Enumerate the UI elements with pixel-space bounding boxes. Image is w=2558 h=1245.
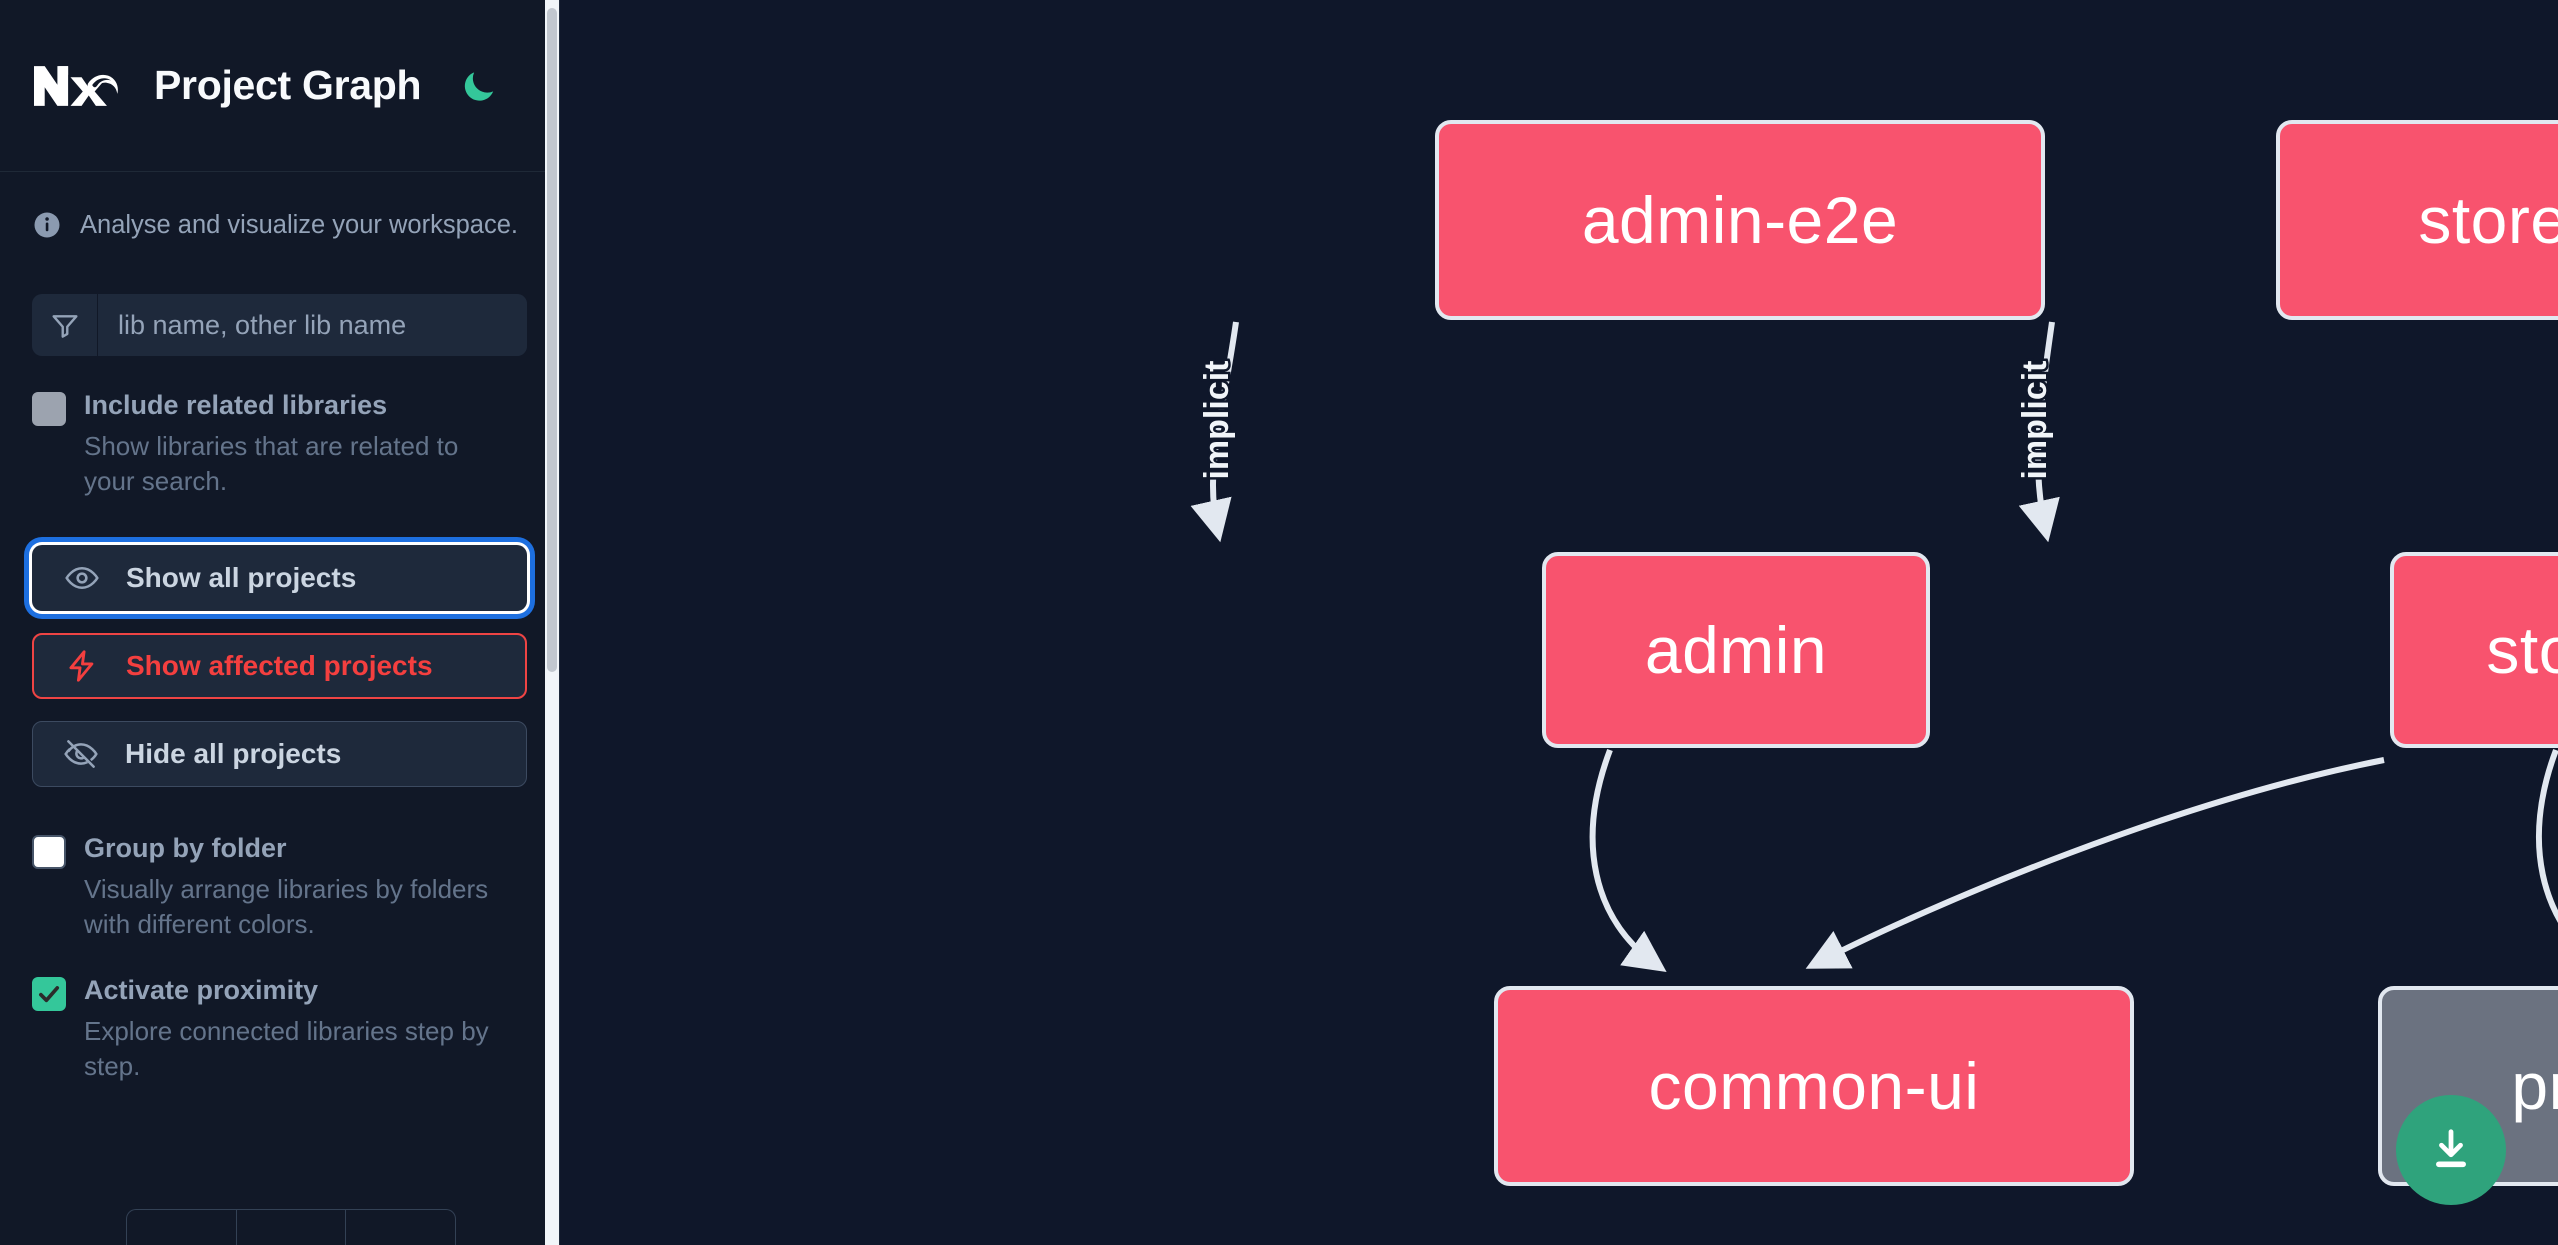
graph-edges: implicit implicit [1190, 321, 2558, 973]
eye-icon [65, 567, 99, 590]
show-all-projects-label: Show all projects [126, 562, 357, 594]
sidebar-scrollbar-track[interactable] [545, 0, 559, 1245]
filter-funnel-icon [32, 294, 98, 356]
download-icon [2436, 1129, 2466, 1168]
checkbox-group-by-folder[interactable] [32, 835, 66, 870]
show-affected-projects-button[interactable]: Show affected projects [32, 633, 527, 700]
option-label: Group by folder [84, 833, 287, 864]
option-label: Include related libraries [84, 390, 388, 420]
sidebar-scrollbar-thumb[interactable] [547, 8, 557, 672]
nx-logo-icon [32, 63, 128, 109]
search-bar[interactable] [32, 294, 527, 356]
edge-label-implicit-store: implicit [2016, 360, 2054, 479]
option-label: Activate proximity [84, 974, 319, 1005]
eye-off-icon [64, 740, 98, 769]
hide-all-projects-button[interactable]: Hide all projects [32, 721, 527, 788]
hide-all-projects-label: Hide all projects [125, 738, 342, 770]
search-input[interactable] [98, 294, 527, 356]
projects-button-group: Show all projects Show affected projects… [32, 545, 527, 788]
lightning-bolt-icon [69, 650, 94, 682]
edge-store-to-common-ui [1805, 757, 2385, 969]
sidebar: Project Graph Analyse and visualize your… [0, 0, 560, 1245]
sidebar-header: Project Graph [0, 0, 559, 172]
segment-1[interactable] [127, 1210, 237, 1245]
option-description: Visually arrange libraries by folders wi… [84, 874, 489, 940]
graph-node-admin-e2e[interactable]: admin-e2e [1435, 120, 2045, 320]
edge-store-e2e-to-store [2018, 321, 2060, 543]
info-icon [32, 210, 62, 240]
sidebar-info-text: Analyse and visualize your workspace. [80, 210, 518, 239]
sidebar-info: Analyse and visualize your workspace. [0, 172, 559, 240]
option-include-related-libraries[interactable]: Include related libraries Show libraries… [0, 356, 559, 499]
edge-store-to-products [2536, 748, 2558, 923]
moon-icon[interactable] [459, 66, 499, 106]
graph-node-store[interactable]: store [2390, 552, 2558, 748]
check-icon [39, 985, 60, 1002]
show-all-projects-button[interactable]: Show all projects [32, 545, 527, 612]
option-group-by-folder[interactable]: Group by folder Visually arrange librari… [0, 787, 559, 942]
graph-canvas[interactable]: implicit implicit admin-e2e store-e2e ad… [560, 0, 2558, 1245]
page-title: Project Graph [154, 62, 422, 108]
checkbox-activate-proximity[interactable] [32, 976, 66, 1011]
option-description: Explore connected libraries step by step… [84, 1015, 489, 1081]
graph-node-admin[interactable]: admin [1542, 552, 1930, 748]
edge-label-implicit-admin: implicit [1198, 360, 1236, 479]
graph-node-common-ui[interactable]: common-ui [1494, 986, 2134, 1186]
checkbox-include-related-libraries[interactable] [32, 392, 66, 426]
segment-3[interactable] [346, 1210, 455, 1245]
graph-node-store-e2e[interactable]: store-e2e [2276, 120, 2558, 320]
option-activate-proximity[interactable]: Activate proximity Explore connected lib… [0, 943, 559, 1084]
show-affected-projects-label: Show affected projects [126, 650, 433, 682]
segment-2[interactable] [237, 1210, 347, 1245]
option-description: Show libraries that are related to your … [84, 431, 459, 497]
segmented-control-partial[interactable] [126, 1209, 456, 1245]
edge-admin-to-common-ui [1589, 748, 1667, 973]
download-image-button[interactable] [2396, 1095, 2506, 1205]
edge-admin-e2e-to-admin [1190, 321, 1239, 543]
